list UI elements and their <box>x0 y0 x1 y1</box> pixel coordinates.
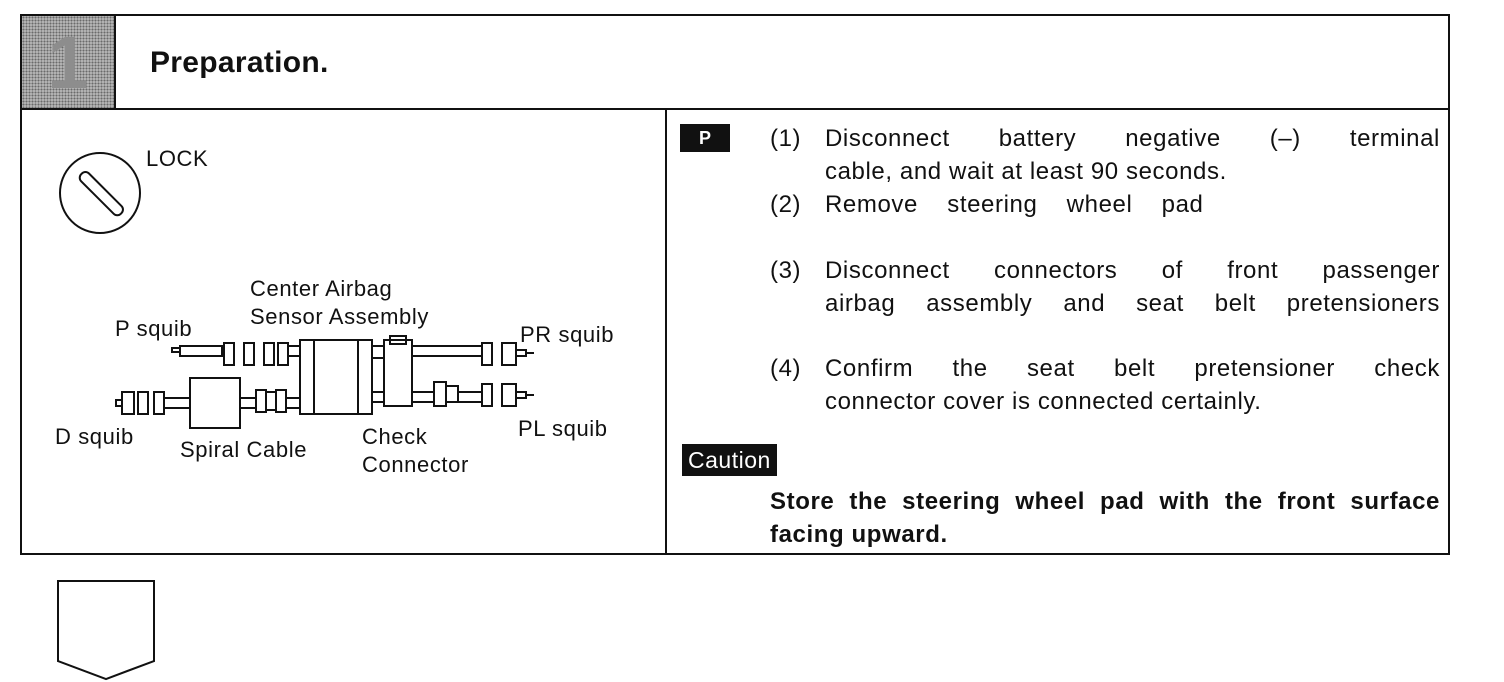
step-text-1b: cable, and wait at least 90 seconds. <box>825 158 1227 185</box>
step-number-4: (4) <box>770 355 802 382</box>
step-number-1: (1) <box>770 125 802 152</box>
pr-squib-label: PR squib <box>520 322 615 347</box>
pl-squib-label: PL squib <box>518 416 608 441</box>
step-item-1: (1) Disconnect battery negative (–) term… <box>770 122 1440 188</box>
lock-label: LOCK <box>146 146 209 171</box>
procedure-frame: 1 Preparation. <box>20 14 1450 555</box>
step-number: 1 <box>47 21 89 104</box>
step-number-3: (3) <box>770 257 802 284</box>
step-text-3a: Disconnect connectors of front passenger <box>825 257 1440 284</box>
step-item-2: (2) Remove steering wheel pad <box>770 188 1440 221</box>
connector-label: Connector <box>362 452 469 477</box>
pentagon-tab-shape <box>57 580 155 681</box>
step-number-box: 1 <box>22 16 116 108</box>
procedure-badge: P <box>680 124 730 152</box>
step-text-4a: Confirm the seat belt pretensioner check <box>825 355 1440 382</box>
center-airbag-label: Center Airbag <box>250 276 393 301</box>
step-text-1a: Disconnect battery negative (–) terminal <box>825 125 1440 152</box>
step-title: Preparation. <box>150 46 329 79</box>
column-divider <box>665 108 667 555</box>
d-squib-label: D squib <box>55 424 134 449</box>
caution-badge: Caution <box>682 444 777 476</box>
step-text-2: Remove steering wheel pad <box>825 191 1204 218</box>
step-header: 1 Preparation. <box>22 16 1448 110</box>
spiral-cable-label: Spiral Cable <box>180 437 308 462</box>
step-text-3b: airbag assembly and seat belt pretension… <box>825 290 1440 317</box>
p-squib-label: P squib <box>115 316 193 341</box>
sensor-assembly-label: Sensor Assembly <box>250 304 429 329</box>
step-number-2: (2) <box>770 191 802 218</box>
step-item-3: (3) Disconnect connectors of front passe… <box>770 254 1440 320</box>
step-item-4: (4) Confirm the seat belt pretensioner c… <box>770 352 1440 418</box>
step-text-4b: connector cover is connected certainly. <box>825 388 1262 415</box>
check-label: Check <box>362 424 428 449</box>
caution-text: Store the steering wheel pad with the fr… <box>770 488 1440 548</box>
